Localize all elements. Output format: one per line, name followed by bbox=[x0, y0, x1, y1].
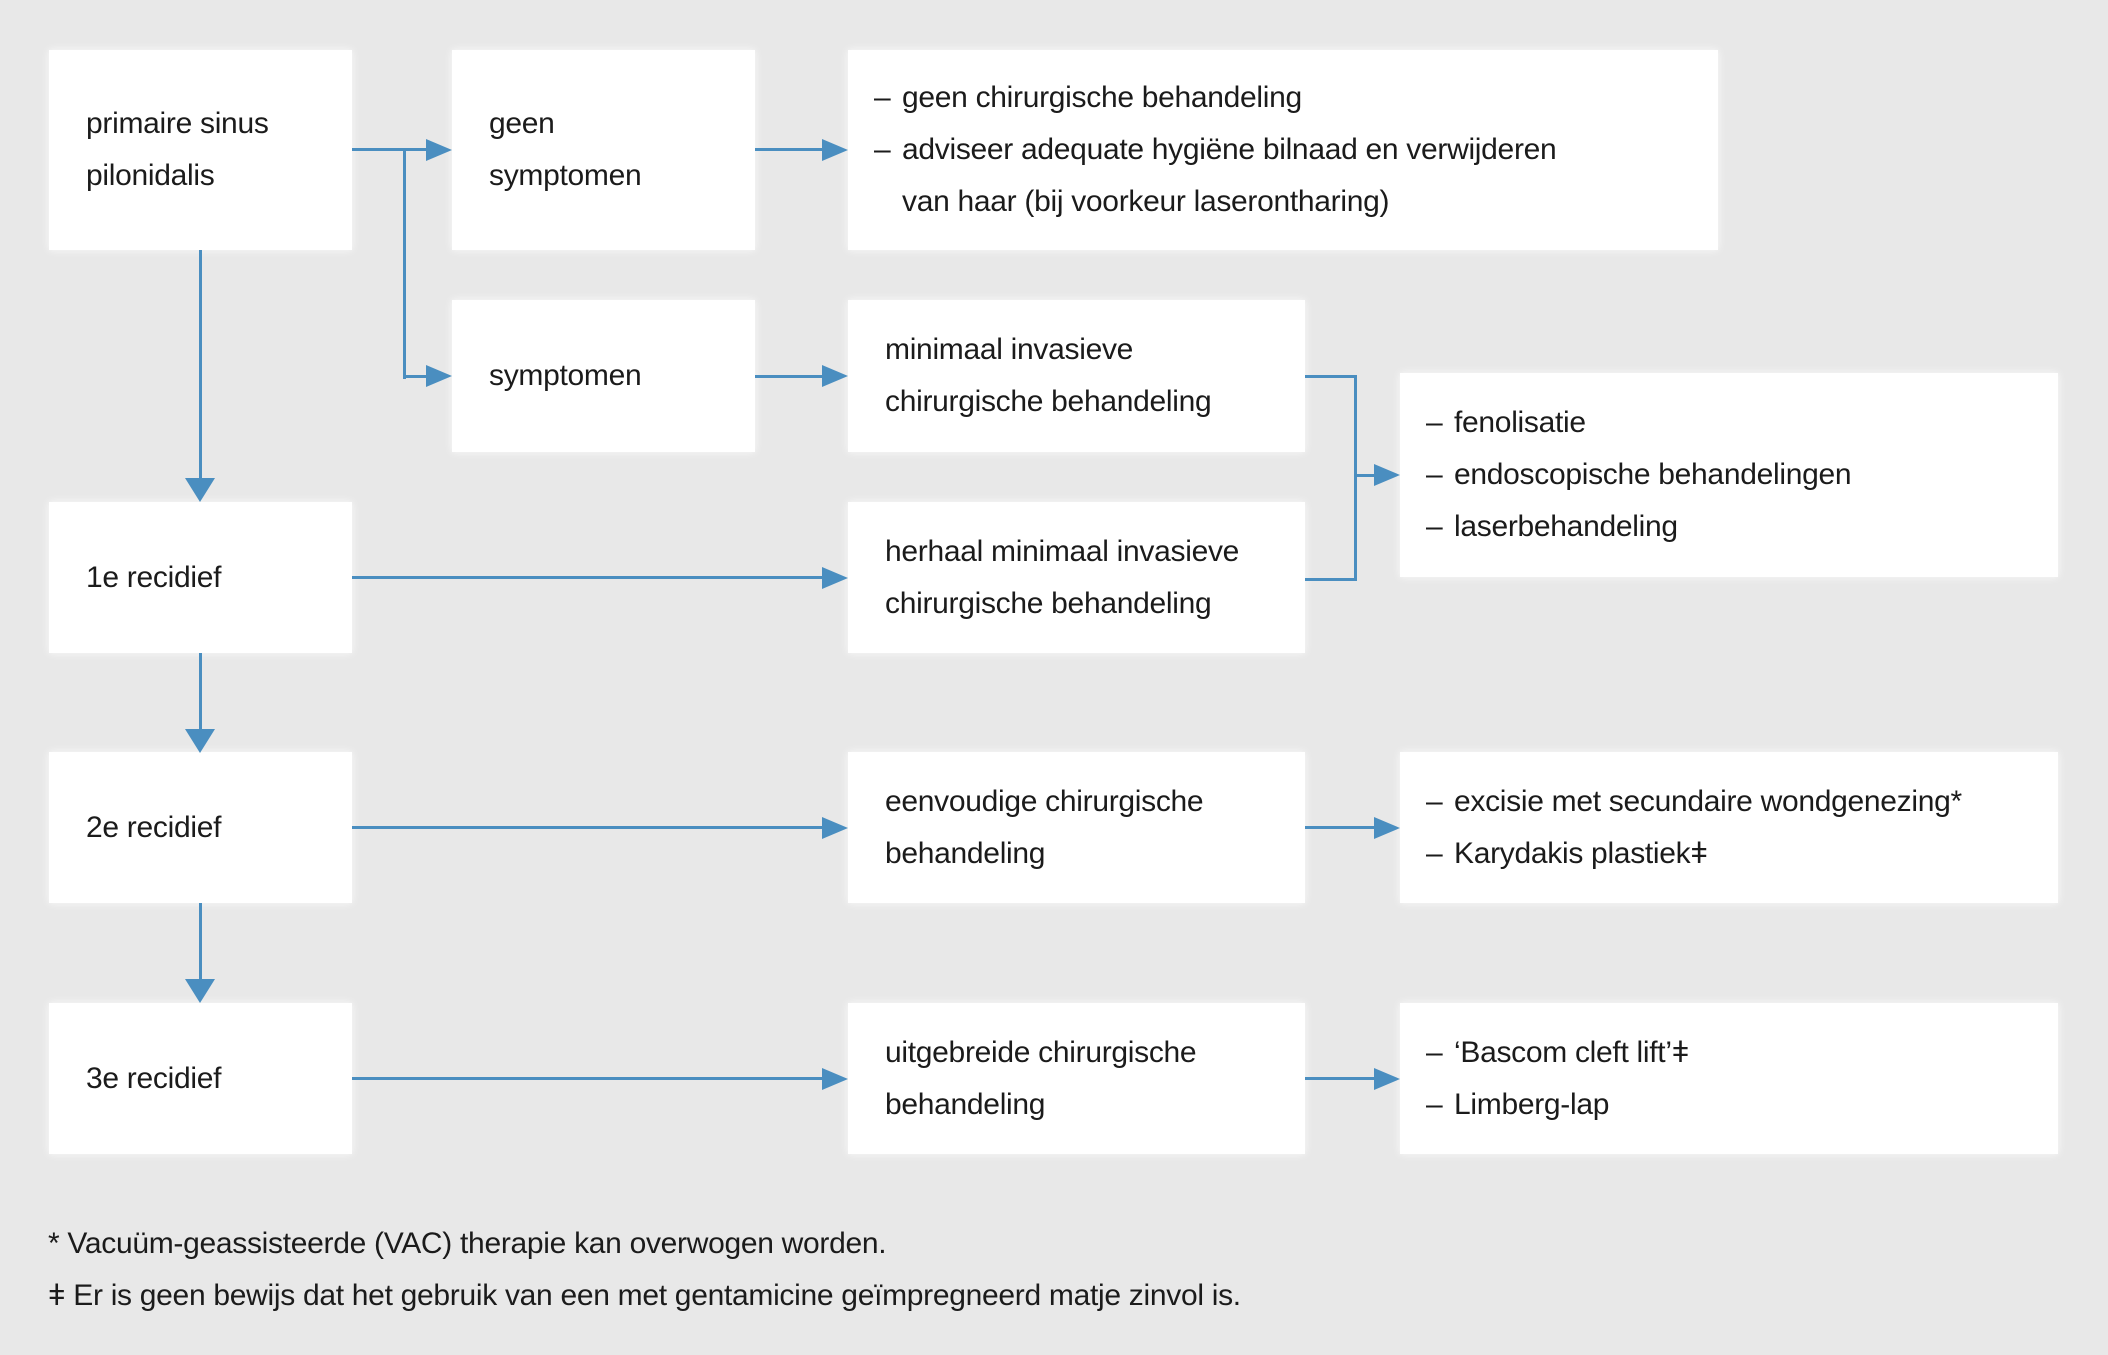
connector-2e-to-3e-line bbox=[199, 903, 202, 981]
list-item-text: excisie met secundaire wondgenezing* bbox=[1454, 784, 1962, 818]
list-item: – adviseer adequate hygiëne bilnaad en v… bbox=[874, 124, 1700, 228]
footnote-vac-therapie: * Vacuüm-geassisteerde (VAC) therapie ka… bbox=[48, 1227, 887, 1260]
node-eenvoudige-chirurgische-behandeling: eenvoudige chirurgische behandeling bbox=[848, 752, 1305, 903]
connector-primaire-to-1e-line bbox=[199, 250, 202, 480]
node-text-line: eenvoudige chirurgische bbox=[885, 784, 1204, 818]
list-item: – Karydakis plastiekǂ bbox=[1426, 828, 2040, 880]
node-text-line: behandeling bbox=[885, 836, 1046, 870]
arrowhead-to-opties-minimaal bbox=[1374, 464, 1400, 486]
dash-bullet: – bbox=[1426, 458, 1443, 491]
list-item-text: Karydakis plastiekǂ bbox=[1454, 836, 1708, 870]
connector-1e-to-2e-line bbox=[199, 653, 202, 731]
list-item-text: fenolisatie bbox=[1454, 406, 1586, 439]
node-opties-eenvoudig: – excisie met secundaire wondgenezing* –… bbox=[1400, 752, 2058, 903]
dash-bullet: – bbox=[1426, 510, 1443, 543]
node-text-line: symptomen bbox=[489, 359, 642, 392]
connector-primaire-branch-line bbox=[352, 148, 429, 151]
dash-bullet: – bbox=[1426, 836, 1443, 870]
list-item: – endoscopische behandelingen bbox=[1426, 449, 2040, 501]
node-text-line: symptomen bbox=[489, 159, 642, 192]
connector-1e-to-herhaal-line bbox=[352, 576, 825, 579]
list-item: – laserbehandeling bbox=[1426, 501, 2040, 553]
dash-bullet: – bbox=[874, 133, 891, 166]
connector-2e-to-eenvoudig-line bbox=[352, 826, 825, 829]
node-3e-recidief: 3e recidief bbox=[49, 1003, 352, 1154]
arrowhead-to-advies bbox=[822, 139, 848, 161]
dash-bullet: – bbox=[1426, 1087, 1443, 1121]
connector-bracket-vertical-line bbox=[1354, 375, 1357, 581]
dash-bullet: – bbox=[1426, 1035, 1443, 1069]
connector-branch-to-symptomen-line bbox=[403, 375, 429, 378]
node-opties-uitgebreid: – ‘Bascom cleft lift’ǂ – Limberg-lap bbox=[1400, 1003, 2058, 1154]
arrowhead-to-herhaal bbox=[822, 567, 848, 589]
node-minimaal-invasieve-behandeling: minimaal invasieve chirurgische behandel… bbox=[848, 300, 1305, 452]
node-opties-minimaal-invasief: – fenolisatie – endoscopische behandelin… bbox=[1400, 373, 2058, 577]
connector-minimaal-to-bracket-line bbox=[1305, 375, 1357, 378]
node-text-line: 1e recidief bbox=[86, 560, 222, 594]
list-item-text: endoscopische behandelingen bbox=[1454, 458, 1852, 491]
node-text-line: uitgebreide chirurgische bbox=[885, 1035, 1197, 1069]
list-item: – ‘Bascom cleft lift’ǂ bbox=[1426, 1027, 2040, 1079]
node-advies-geen-chirurgie: – geen chirurgische behandeling – advise… bbox=[848, 50, 1718, 250]
list-item-text: geen chirurgische behandeling bbox=[902, 81, 1302, 114]
list-item: – fenolisatie bbox=[1426, 397, 2040, 449]
list-item-text: laserbehandeling bbox=[1454, 510, 1678, 543]
connector-bracket-to-opties-line bbox=[1354, 474, 1376, 477]
list-item: – geen chirurgische behandeling bbox=[874, 72, 1700, 124]
node-text-line: geen bbox=[489, 107, 555, 140]
dash-bullet: – bbox=[1426, 784, 1443, 818]
node-text-line: 2e recidief bbox=[86, 810, 222, 844]
arrowhead-to-3e-recidief bbox=[185, 979, 215, 1003]
node-herhaal-minimaal-invasief: herhaal minimaal invasieve chirurgische … bbox=[848, 502, 1305, 653]
node-geen-symptomen: geen symptomen bbox=[452, 50, 755, 250]
node-1e-recidief: 1e recidief bbox=[49, 502, 352, 653]
node-uitgebreide-chirurgische-behandeling: uitgebreide chirurgische behandeling bbox=[848, 1003, 1305, 1154]
list-item-text-line: van haar (bij voorkeur laserontharing) bbox=[902, 185, 1390, 218]
dash-bullet: – bbox=[1426, 406, 1443, 439]
node-text-line: chirurgische behandeling bbox=[885, 385, 1212, 418]
node-text-line: chirurgische behandeling bbox=[885, 586, 1212, 620]
connector-branch-vertical-line bbox=[403, 148, 406, 379]
node-text-line: herhaal minimaal invasieve bbox=[885, 534, 1240, 568]
node-text-line: primaire sinus bbox=[86, 107, 269, 140]
footnote-gentamicine-matje: ǂ Er is geen bewijs dat het gebruik van … bbox=[48, 1279, 1241, 1312]
node-text-line: behandeling bbox=[885, 1087, 1046, 1121]
list-item-text: Limberg-lap bbox=[1454, 1087, 1610, 1121]
arrowhead-to-1e-recidief bbox=[185, 478, 215, 502]
list-item: – excisie met secundaire wondgenezing* bbox=[1426, 776, 2040, 828]
node-primaire-sinus: primaire sinus pilonidalis bbox=[49, 50, 352, 250]
node-symptomen: symptomen bbox=[452, 300, 755, 452]
list-item-text: ‘Bascom cleft lift’ǂ bbox=[1454, 1035, 1689, 1069]
arrowhead-to-symptomen bbox=[426, 365, 452, 387]
arrowhead-to-opties-uitgebreid bbox=[1374, 1068, 1400, 1090]
arrowhead-to-minimaal bbox=[822, 365, 848, 387]
dash-bullet: – bbox=[874, 81, 891, 114]
connector-geen-to-advies-line bbox=[755, 148, 825, 151]
arrowhead-to-uitgebreid bbox=[822, 1068, 848, 1090]
connector-3e-to-uitgebreid-line bbox=[352, 1077, 825, 1080]
connector-eenvoudig-to-opties-line bbox=[1305, 826, 1377, 829]
connector-herhaal-to-bracket-line bbox=[1305, 578, 1357, 581]
arrowhead-to-eenvoudig bbox=[822, 817, 848, 839]
node-2e-recidief: 2e recidief bbox=[49, 752, 352, 903]
arrowhead-to-geen-symptomen bbox=[426, 139, 452, 161]
node-text-line: pilonidalis bbox=[86, 159, 215, 192]
list-item-text: adviseer adequate hygiëne bilnaad en ver… bbox=[902, 124, 1557, 228]
arrowhead-to-opties-eenvoudig bbox=[1374, 817, 1400, 839]
connector-uitgebreid-to-opties-line bbox=[1305, 1077, 1377, 1080]
list-item-text-line: adviseer adequate hygiëne bilnaad en ver… bbox=[902, 133, 1557, 166]
arrowhead-to-2e-recidief bbox=[185, 729, 215, 753]
connector-symptomen-to-minimaal-line bbox=[755, 375, 825, 378]
node-text-line: minimaal invasieve bbox=[885, 333, 1134, 366]
node-text-line: 3e recidief bbox=[86, 1061, 222, 1095]
list-item: – Limberg-lap bbox=[1426, 1079, 2040, 1131]
